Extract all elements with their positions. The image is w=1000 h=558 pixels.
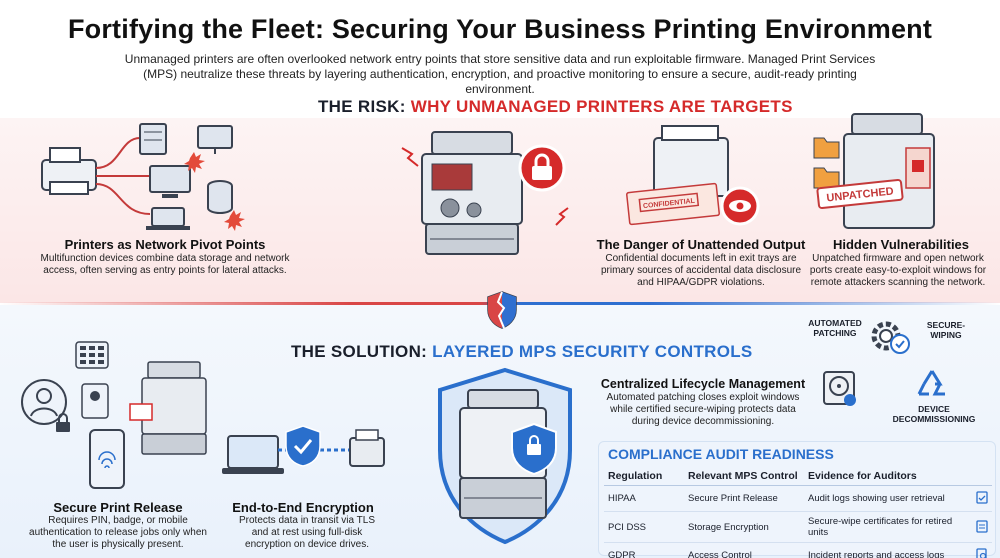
compliance-title: COMPLIANCE AUDIT READINESS <box>608 446 834 462</box>
threat-burst-icon <box>184 152 205 173</box>
database-icon <box>207 180 233 214</box>
risk-card-text-3: Unpatched firmware and open network port… <box>809 253 987 288</box>
secure-print-release-illustration <box>21 341 207 489</box>
unattended-output-illustration: CONFIDENTIAL <box>626 125 760 226</box>
pin-pad-icon <box>75 341 109 369</box>
shield-check-icon <box>285 425 321 467</box>
table-row: PCI DSS Storage Encryption Secure-wipe c… <box>604 511 992 543</box>
risk-heading-highlight: WHY UNMANAGED PRINTERS ARE TARGETS <box>410 97 793 116</box>
mfp-printer-icon <box>129 361 207 455</box>
table-header-row: Regulation Relevant MPS Control Evidence… <box>604 467 992 486</box>
certificate-icon <box>976 519 988 533</box>
solution-card-title-1: Secure Print Release <box>53 500 183 515</box>
server-icon <box>139 123 167 155</box>
threat-burst-icon <box>224 210 245 231</box>
table-cell: HIPAA <box>604 485 684 512</box>
document-search-icon <box>976 548 987 558</box>
risk-heading: THE RISK: WHY UNMANAGED PRINTERS ARE TAR… <box>318 97 793 117</box>
recycle-icon <box>917 370 945 396</box>
hard-drive-icon <box>823 371 856 406</box>
solution-card-text-2: Protects data in transit via TLS and at … <box>239 515 375 550</box>
document-stack-icon: CONFIDENTIAL <box>626 182 720 226</box>
table-cell: Audit logs showing user retrieval <box>804 485 972 512</box>
risk-card-text-2: Confidential documents left in exit tray… <box>600 253 802 288</box>
computer-icon <box>149 165 191 198</box>
lightning-icon <box>555 207 569 226</box>
gear-check-icon <box>871 321 910 354</box>
risk-heading-prefix: THE RISK: <box>318 97 411 116</box>
risk-card-title-1: Printers as Network Pivot Points <box>64 237 266 252</box>
risk-card-title-2: The Danger of Unattended Output <box>596 237 806 252</box>
folder-icon <box>813 167 840 189</box>
table-cell: Incident reports and access logs <box>804 542 972 558</box>
lock-shield-icon <box>511 422 557 476</box>
solution-card-text-3: Automated patching closes exploit window… <box>606 392 800 427</box>
table-row: HIPAA Secure Print Release Audit logs sh… <box>604 485 992 512</box>
printer-icon <box>41 147 97 195</box>
smartphone-fingerprint-icon <box>89 429 125 489</box>
solution-heading: THE SOLUTION: LAYERED MPS SECURITY CONTR… <box>291 342 753 362</box>
table-cell: Storage Encryption <box>684 511 804 543</box>
compliance-table: Regulation Relevant MPS Control Evidence… <box>604 467 992 558</box>
folder-icon <box>813 137 840 159</box>
secure-wiping-label: SECURE-WIPING <box>926 320 966 340</box>
eye-icon <box>720 186 760 226</box>
encryption-illustration <box>222 425 385 474</box>
monitor-icon <box>197 125 233 154</box>
table-cell: GDPR <box>604 542 684 558</box>
risk-card-title-3: Hidden Vulnerabilities <box>832 237 970 252</box>
broken-shield-icon <box>487 291 517 329</box>
unpatched-stamp: UNPATCHED <box>816 178 904 210</box>
hidden-vulnerabilities-illustration: UNPATCHED <box>813 113 935 229</box>
automated-patching-label: AUTOMATED PATCHING <box>808 318 862 338</box>
table-cell: Secure-wipe certificates for retired uni… <box>804 511 972 543</box>
mfp-printer-icon <box>843 113 935 229</box>
solution-heading-prefix: THE SOLUTION: <box>291 342 433 361</box>
risk-card-text-1: Multifunction devices combine data stora… <box>40 253 290 276</box>
lock-warning-icon <box>518 144 566 192</box>
shielded-printer-illustration <box>438 367 572 545</box>
compromised-printer-illustration <box>401 131 569 255</box>
printer-icon <box>349 429 385 467</box>
column-header: Relevant MPS Control <box>684 467 804 486</box>
column-header: Regulation <box>604 467 684 486</box>
network-pivot-illustration <box>41 123 245 231</box>
lock-icon <box>56 413 70 432</box>
page-title: Fortifying the Fleet: Securing Your Busi… <box>67 14 933 44</box>
solution-card-title-2: End-to-End Encryption <box>232 500 374 515</box>
lightning-icon <box>401 147 419 167</box>
clipboard-check-icon <box>976 491 988 504</box>
solution-card-text-1: Requires PIN, badge, or mobile authentic… <box>29 515 207 550</box>
laptop-icon <box>146 207 190 230</box>
mfp-printer-icon <box>421 131 523 255</box>
intro-paragraph: Unmanaged printers are often overlooked … <box>124 52 876 96</box>
user-avatar-icon <box>21 379 67 425</box>
device-decommissioning-label: DEVICE DECOMMISSIONING <box>892 404 976 424</box>
solution-heading-highlight: LAYERED MPS SECURITY CONTROLS <box>432 342 753 361</box>
table-cell: Secure Print Release <box>684 485 804 512</box>
table-cell: PCI DSS <box>604 511 684 543</box>
table-row: GDPR Access Control Incident reports and… <box>604 542 992 558</box>
laptop-icon <box>222 435 284 474</box>
table-cell: Access Control <box>684 542 804 558</box>
id-badge-icon <box>81 383 109 419</box>
column-header: Evidence for Auditors <box>804 467 972 486</box>
solution-card-title-3: Centralized Lifecycle Management <box>600 377 806 391</box>
